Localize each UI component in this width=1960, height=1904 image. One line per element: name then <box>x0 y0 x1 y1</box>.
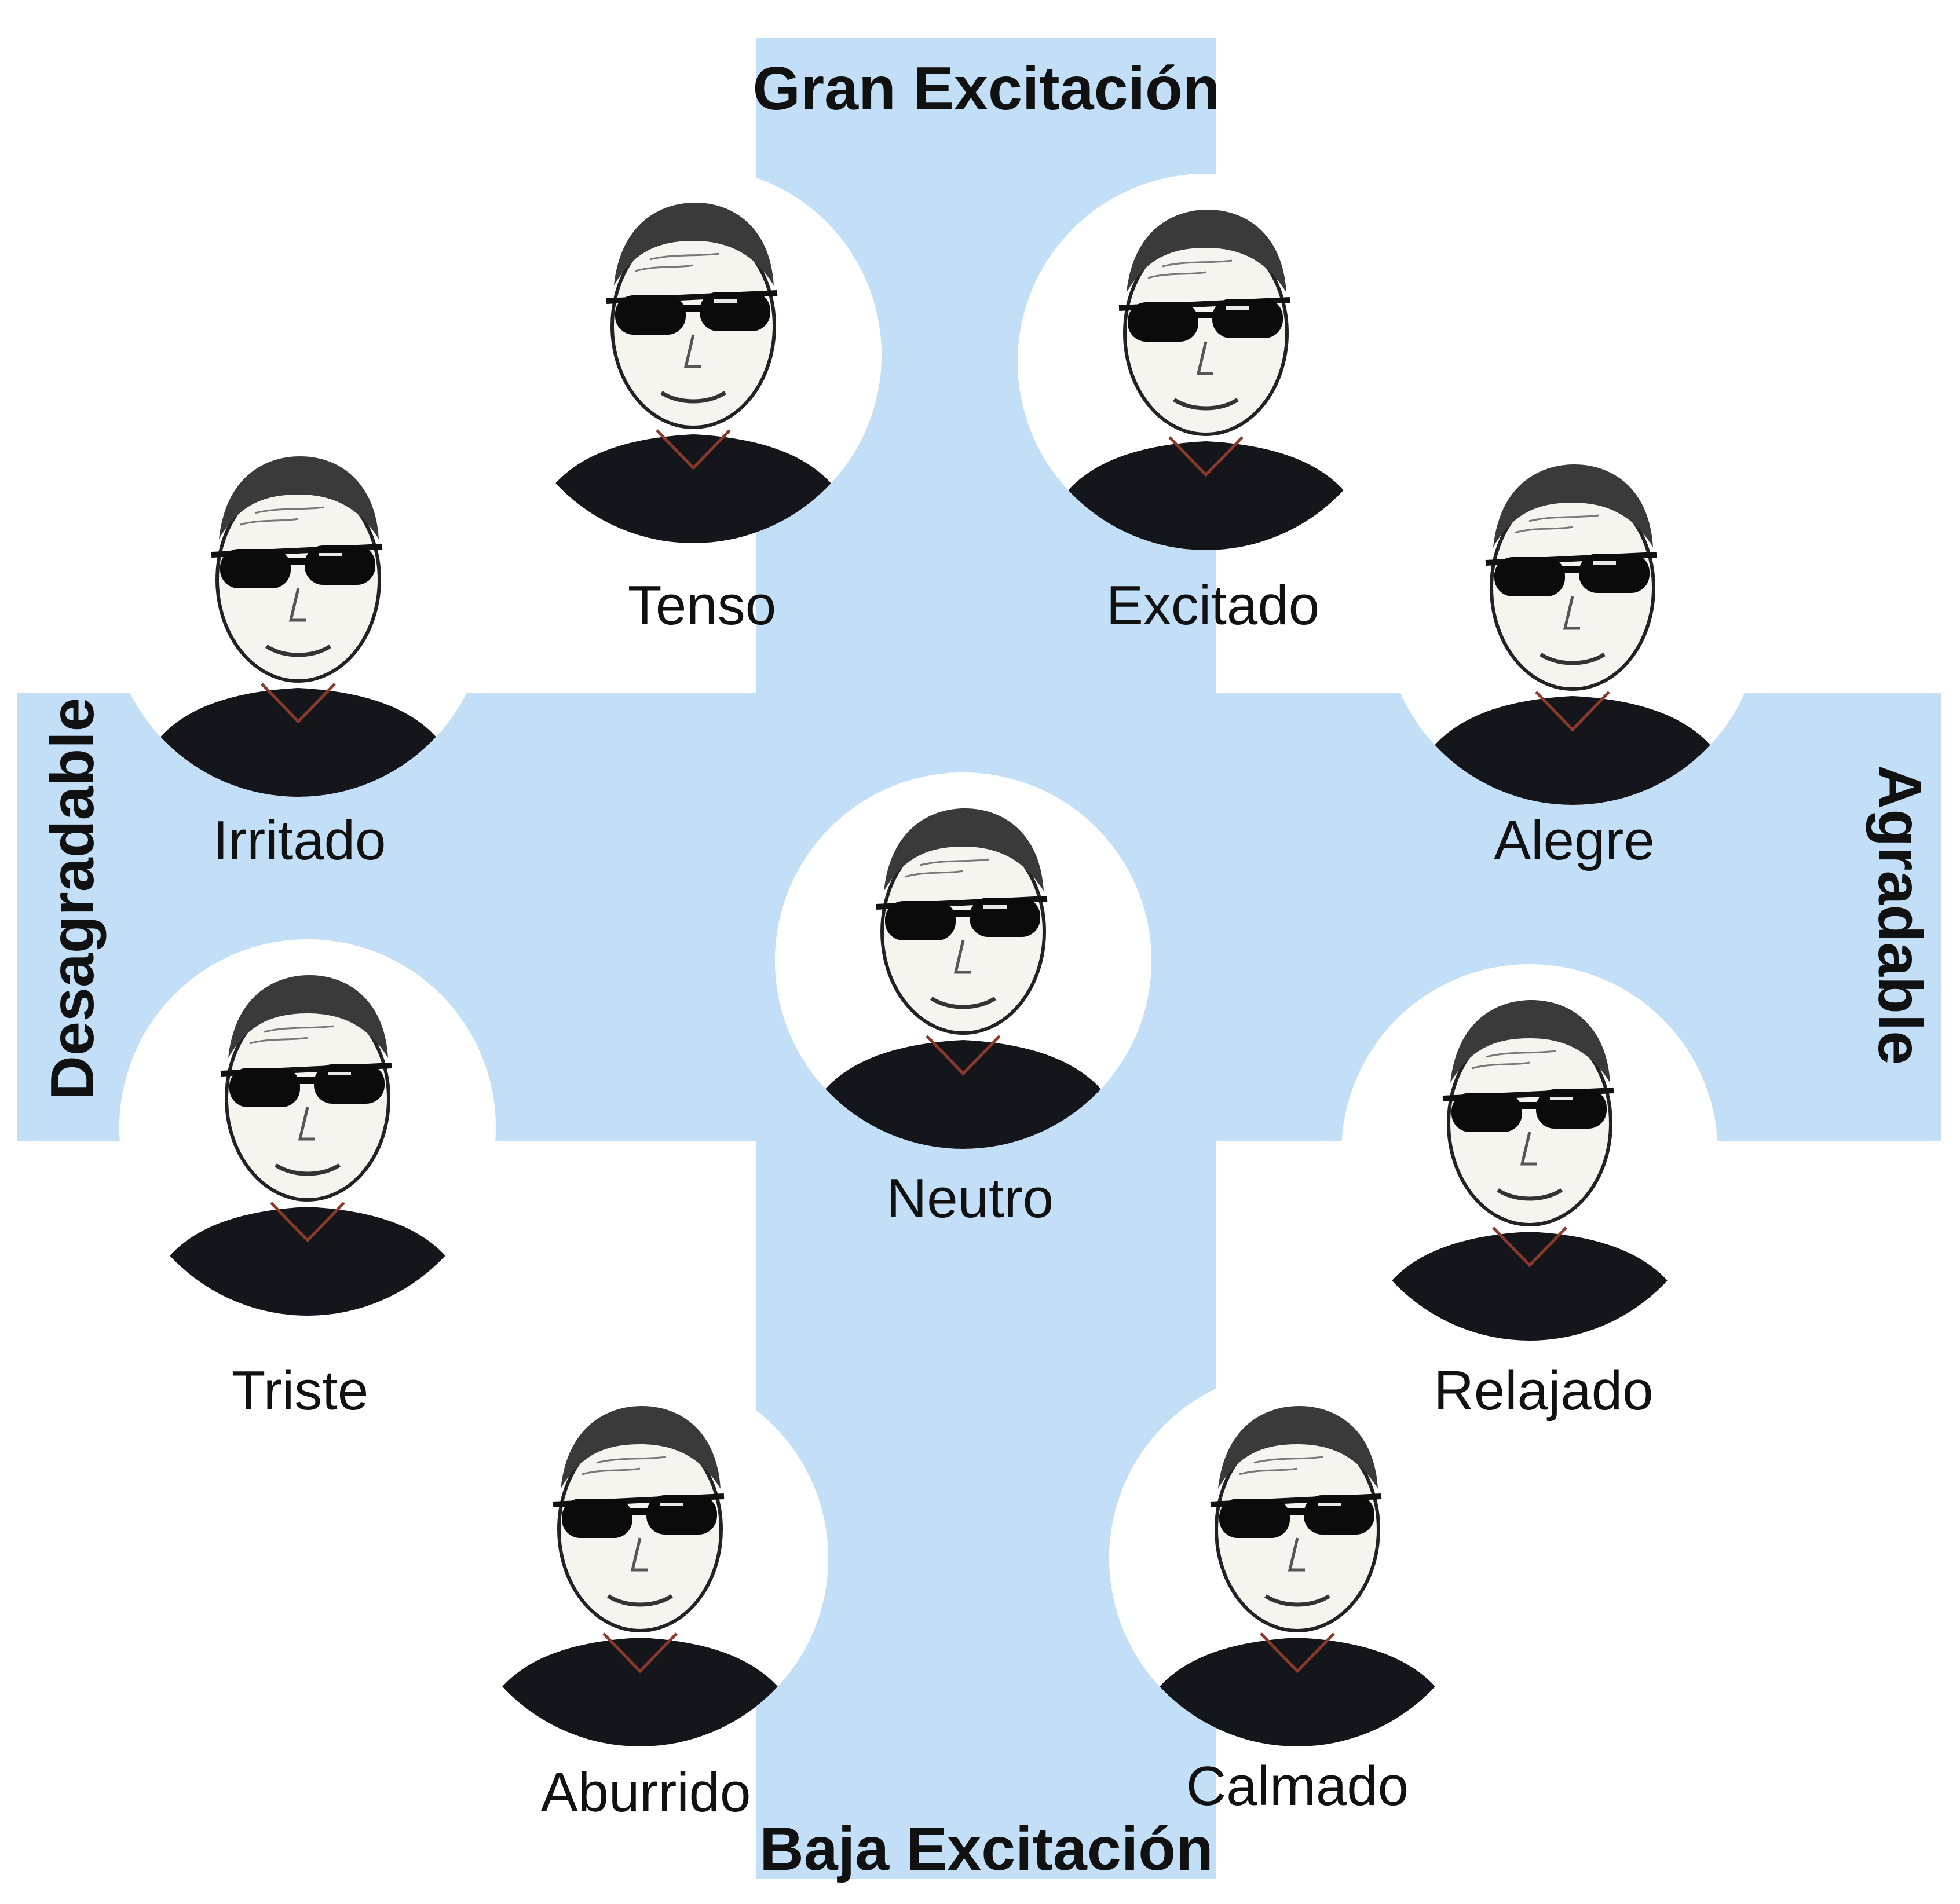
face-photo-excitado <box>1018 174 1394 550</box>
emotion-label-triste: Triste <box>231 1360 369 1422</box>
face-photo-tenso <box>505 167 882 543</box>
face-photo-calmado <box>1109 1370 1486 1746</box>
axis-label-low-arousal: Baja Excitación <box>759 1815 1213 1883</box>
face-photo-irritado <box>110 420 487 797</box>
face-photo-alegre <box>1384 429 1761 805</box>
axis-label-unpleasant: Desagradable <box>38 697 107 1100</box>
emotion-label-calmado: Calmado <box>1186 1755 1409 1817</box>
axis-label-high-arousal: Gran Excitación <box>752 54 1220 123</box>
emotion-label-neutro: Neutro <box>886 1167 1054 1229</box>
emotion-label-relajado: Relajado <box>1434 1360 1654 1422</box>
emotion-label-excitado: Excitado <box>1106 574 1320 636</box>
emotion-label-irritado: Irritado <box>213 810 386 872</box>
emotion-label-alegre: Alegre <box>1494 810 1655 872</box>
face-photo-triste <box>119 939 496 1316</box>
axis-label-pleasant: Agradable <box>1866 764 1934 1065</box>
face-photo-relajado <box>1341 964 1718 1341</box>
face-photo-aburrido <box>452 1370 828 1746</box>
emotion-label-tenso: Tenso <box>627 574 777 636</box>
emotion-label-aburrido: Aburrido <box>540 1762 751 1824</box>
face-photo-neutro <box>775 772 1151 1149</box>
